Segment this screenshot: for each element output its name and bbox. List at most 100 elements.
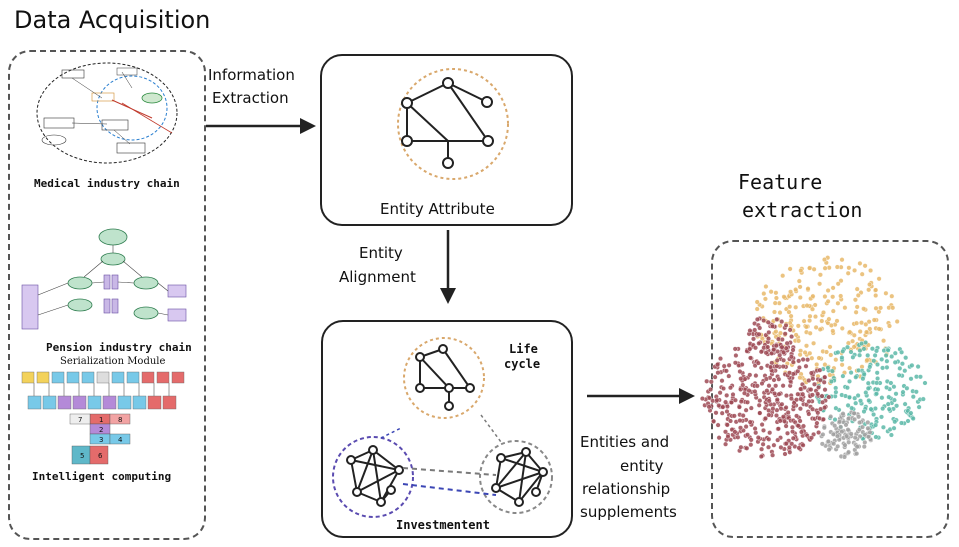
cluster-node bbox=[778, 444, 784, 450]
cluster-node bbox=[845, 270, 851, 276]
serialization-block bbox=[42, 395, 57, 410]
life-cycle-label-2: cycle bbox=[504, 357, 541, 371]
cluster-node bbox=[817, 367, 823, 373]
cluster-node bbox=[861, 444, 867, 450]
cluster-node bbox=[746, 388, 752, 394]
cluster-node bbox=[757, 410, 763, 416]
cluster-node bbox=[763, 415, 769, 421]
cluster-node bbox=[768, 289, 774, 295]
cluster-node bbox=[747, 372, 753, 378]
cluster-node bbox=[782, 331, 788, 337]
cluster-node bbox=[747, 419, 753, 425]
cluster-node bbox=[830, 328, 836, 334]
cluster-node bbox=[804, 303, 810, 309]
supplements-label-1: Entities and bbox=[580, 433, 670, 451]
cluster-node bbox=[846, 449, 852, 455]
cluster-node bbox=[839, 355, 845, 361]
cluster-node bbox=[847, 329, 853, 335]
cluster-node bbox=[791, 400, 797, 406]
cluster-node bbox=[763, 284, 769, 290]
cluster-node bbox=[797, 418, 803, 424]
serialization-block bbox=[117, 395, 132, 410]
cluster-node bbox=[777, 330, 783, 336]
cluster-node bbox=[796, 445, 802, 451]
cluster-node bbox=[846, 378, 852, 384]
cluster-node bbox=[844, 385, 850, 391]
cluster-node bbox=[811, 381, 817, 387]
cluster-node bbox=[891, 384, 897, 390]
serialization-token bbox=[21, 371, 35, 384]
cluster-node bbox=[855, 292, 861, 298]
cluster-node bbox=[699, 396, 705, 402]
cluster-node bbox=[876, 326, 882, 332]
cluster-node bbox=[903, 355, 909, 361]
cluster-node bbox=[889, 293, 895, 299]
cluster-node bbox=[830, 308, 836, 314]
cluster-node bbox=[859, 271, 865, 277]
cluster-node bbox=[806, 398, 812, 404]
cluster-node bbox=[830, 285, 836, 291]
info-extraction-label-1: Information bbox=[208, 66, 295, 84]
cluster-node bbox=[738, 398, 744, 404]
cluster-node bbox=[817, 281, 823, 287]
cluster-node bbox=[805, 286, 811, 292]
data-acquisition-panel bbox=[8, 50, 206, 540]
cluster-node bbox=[892, 419, 898, 425]
cluster-node bbox=[748, 405, 754, 411]
cluster-node bbox=[884, 358, 890, 364]
cluster-node bbox=[787, 327, 793, 333]
cluster-node bbox=[874, 380, 880, 386]
cluster-node bbox=[795, 391, 801, 397]
cluster-node bbox=[879, 356, 885, 362]
cluster-node bbox=[766, 412, 772, 418]
cluster-node bbox=[854, 286, 860, 292]
arrow-information-extraction bbox=[206, 118, 316, 134]
cluster-node bbox=[915, 364, 921, 370]
cluster-node bbox=[899, 361, 905, 367]
cluster-node bbox=[775, 437, 781, 443]
cluster-node bbox=[814, 361, 820, 367]
cluster-node bbox=[754, 299, 760, 305]
cluster-node bbox=[756, 340, 762, 346]
cluster-node bbox=[916, 404, 922, 410]
cluster-node bbox=[785, 409, 791, 415]
cluster-node bbox=[783, 345, 789, 351]
cluster-node bbox=[748, 437, 754, 443]
cluster-node bbox=[800, 356, 806, 362]
grid-number: 5 bbox=[80, 452, 84, 460]
cluster-node bbox=[793, 332, 799, 338]
cluster-node bbox=[846, 439, 852, 445]
cluster-node bbox=[820, 431, 826, 437]
cluster-node bbox=[866, 319, 872, 325]
cluster-node bbox=[754, 306, 760, 312]
cluster-node bbox=[737, 417, 743, 423]
cluster-node bbox=[840, 373, 846, 379]
cluster-node bbox=[851, 332, 857, 338]
cluster-node bbox=[899, 349, 905, 355]
cluster-node bbox=[838, 278, 844, 284]
cluster-node bbox=[765, 319, 771, 325]
cluster-node bbox=[873, 305, 879, 311]
cluster-node bbox=[821, 379, 827, 385]
cluster-node bbox=[920, 396, 926, 402]
cluster-node bbox=[774, 316, 780, 322]
cluster-node bbox=[730, 391, 736, 397]
cluster-node bbox=[845, 427, 851, 433]
cluster-node bbox=[770, 386, 776, 392]
cluster-node bbox=[812, 314, 818, 320]
cluster-node bbox=[800, 391, 806, 397]
cluster-node bbox=[826, 316, 832, 322]
cluster-node bbox=[772, 309, 778, 315]
cluster-node bbox=[808, 435, 814, 441]
cluster-node bbox=[840, 411, 846, 417]
serialization-token bbox=[111, 371, 125, 384]
cluster-node bbox=[852, 267, 858, 273]
cluster-node bbox=[886, 394, 892, 400]
cluster-node bbox=[732, 346, 738, 352]
serialization-block bbox=[27, 395, 42, 410]
cluster-node bbox=[815, 391, 821, 397]
cluster-node bbox=[732, 360, 738, 366]
cluster-node bbox=[704, 378, 710, 384]
cluster-node bbox=[850, 338, 856, 344]
cluster-node bbox=[715, 370, 721, 376]
